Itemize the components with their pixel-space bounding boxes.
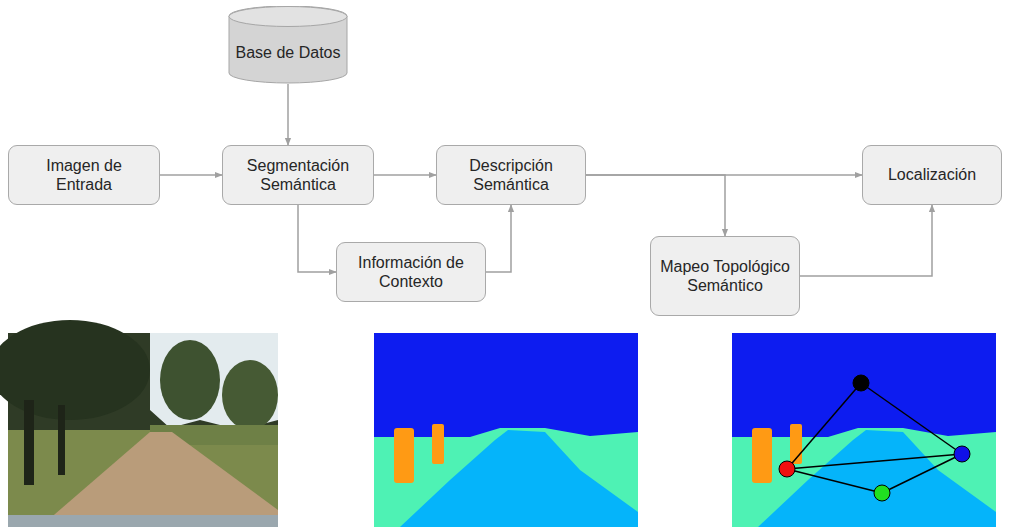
input-photo xyxy=(0,320,278,527)
flow-arrow xyxy=(287,84,289,145)
segmentation-image xyxy=(374,333,638,527)
flow-arrow xyxy=(298,205,336,272)
flow-arrow xyxy=(160,174,222,176)
process-box: Localización xyxy=(862,145,1002,205)
flow-arrow xyxy=(374,174,436,176)
process-box: Información de Contexto xyxy=(336,242,486,302)
database-cylinder: Base de Datos xyxy=(228,6,348,84)
semantic-graph-image xyxy=(732,333,996,527)
node-label: Localización xyxy=(888,165,976,184)
flow-arrow xyxy=(486,205,511,272)
node-label: Mapeo Topológico Semántico xyxy=(659,257,791,295)
node-label: Base de Datos xyxy=(236,43,341,62)
flow-arrow xyxy=(586,175,725,236)
node-label: Descripción Semántica xyxy=(445,156,577,194)
process-box: Mapeo Topológico Semántico xyxy=(650,236,800,316)
node-label: Información de Contexto xyxy=(345,253,477,291)
node-label: Segmentación Semántica xyxy=(231,156,365,194)
process-box: Descripción Semántica xyxy=(436,145,586,205)
node-label: Imagen de Entrada xyxy=(17,156,151,194)
flow-arrow xyxy=(800,205,932,276)
process-box: Segmentación Semántica xyxy=(222,145,374,205)
process-box: Imagen de Entrada xyxy=(8,145,160,205)
